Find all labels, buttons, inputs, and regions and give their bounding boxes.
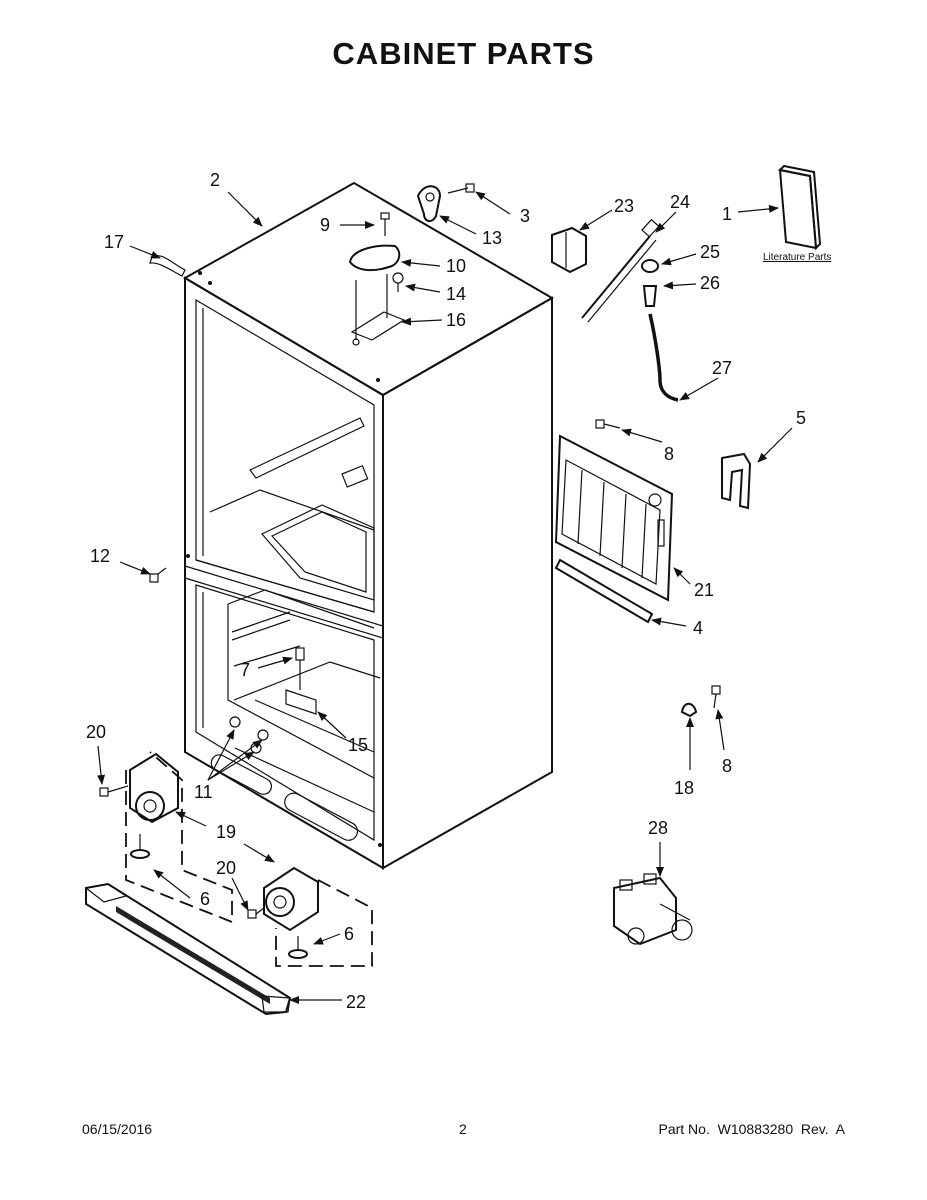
part-13-hinge	[416, 185, 442, 222]
part-27-tube	[648, 313, 679, 402]
part-7-plug	[295, 647, 305, 690]
callout-3: 3	[520, 206, 530, 226]
callout-14: 14	[446, 284, 466, 304]
part-26-fitting	[642, 285, 658, 307]
callout-20-right: 20	[216, 858, 236, 878]
part-21-grille-panel	[554, 434, 674, 602]
part-10-hinge-cover	[348, 244, 401, 272]
callout-22: 22	[346, 992, 366, 1012]
part-5-clip	[721, 452, 752, 510]
callout-6-right: 6	[344, 924, 354, 944]
callout-18: 18	[674, 778, 694, 798]
part-8-screw-lower	[711, 685, 721, 709]
callout-2: 2	[210, 170, 220, 190]
callout-24: 24	[670, 192, 690, 212]
callout-1: 1	[722, 204, 732, 224]
callout-7: 7	[240, 660, 250, 680]
part-24-tube	[581, 218, 660, 323]
part-19-roller-left	[129, 752, 179, 824]
callout-6-left: 6	[200, 889, 210, 909]
callout-4: 4	[693, 618, 703, 638]
leader-lines	[97, 191, 793, 1004]
callout-12: 12	[90, 546, 110, 566]
callout-20-left: 20	[86, 722, 106, 742]
part-19-roller-right	[263, 866, 319, 932]
part-17-strip	[149, 255, 186, 277]
callout-16: 16	[446, 310, 466, 330]
part-15-bracket	[285, 689, 317, 715]
callout-15: 15	[348, 735, 368, 755]
part-4-strip	[554, 558, 654, 624]
callout-5: 5	[796, 408, 806, 428]
callout-13: 13	[482, 228, 502, 248]
part-25-cap	[641, 259, 659, 273]
group-outline-left	[125, 751, 233, 924]
part-20-screw-left	[99, 785, 129, 797]
callout-8-lower: 8	[722, 756, 732, 776]
callout-21: 21	[694, 580, 714, 600]
callout-28: 28	[648, 818, 668, 838]
cabinet	[182, 181, 554, 870]
page-title: CABINET PARTS	[332, 36, 595, 71]
footer-page-number: 2	[459, 1121, 467, 1137]
footer-date: 06/15/2016	[82, 1121, 153, 1137]
callout-27: 27	[712, 358, 732, 378]
part-6-leg-right	[288, 936, 308, 959]
literature-parts-label: Literature Parts	[763, 252, 831, 263]
part-6-leg-left	[130, 834, 150, 859]
callout-19: 19	[216, 822, 236, 842]
group-outline-right	[275, 879, 373, 967]
part-12-screw	[149, 567, 167, 583]
footer-part-number: Part No. W10883280 Rev. A	[658, 1121, 845, 1137]
part-11-screws	[229, 716, 269, 754]
callout-23: 23	[614, 196, 634, 216]
part-1-literature	[777, 164, 822, 251]
part-23-bracket	[551, 226, 587, 274]
callout-11: 11	[194, 782, 213, 802]
part-28-water-valve	[613, 873, 693, 946]
callout-labels: 1 2 3 4 5 6 6 7 8 8 9 10 11 12 13 14 15 …	[86, 170, 831, 1012]
part-9-screw	[380, 212, 390, 236]
callout-8-upper: 8	[664, 444, 674, 464]
part-14-screw	[392, 272, 404, 292]
callout-17: 17	[104, 232, 124, 252]
part-22-toe-grille	[84, 882, 292, 1016]
part-3-screw	[447, 183, 475, 194]
part-20-screw-right	[247, 907, 265, 919]
part-8-screw-upper	[595, 419, 621, 429]
part-18-clip	[680, 702, 698, 718]
callout-26: 26	[700, 273, 720, 293]
part-16-hinge	[350, 274, 406, 346]
callout-25: 25	[700, 242, 720, 262]
callout-9: 9	[320, 215, 330, 235]
callout-10: 10	[446, 256, 466, 276]
